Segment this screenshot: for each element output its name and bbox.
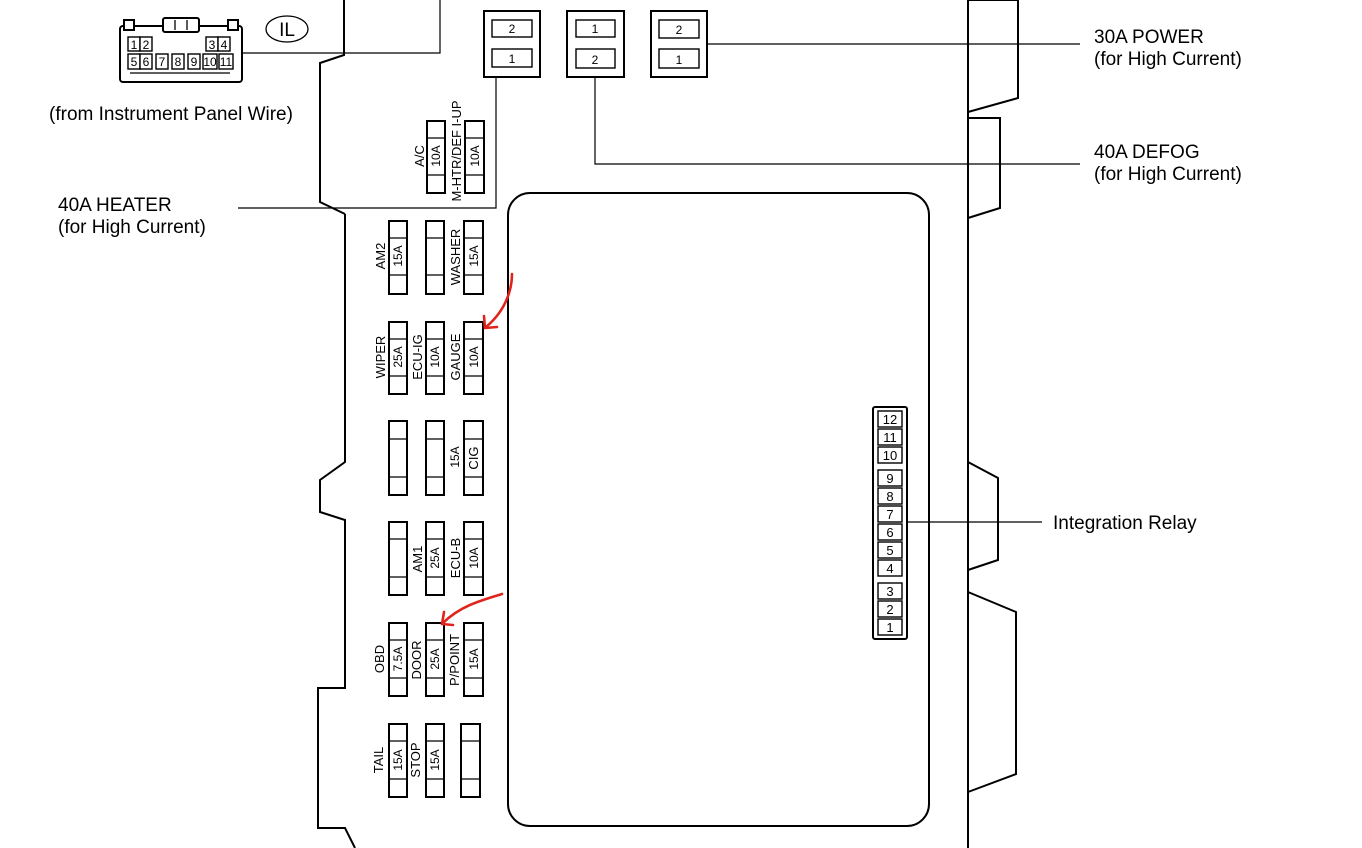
fuse-obd-rating: 7.5A	[391, 647, 405, 672]
relay-pin-11: 11	[883, 430, 897, 445]
relay-pin-2: 2	[886, 602, 893, 617]
fuse-ecu-ig-rating: 10A	[428, 346, 442, 367]
fuse-door-name: DOOR	[409, 641, 424, 680]
fuse-am1-rating: 25A	[428, 547, 442, 568]
il-pin-1: 1	[131, 38, 138, 52]
il-pin-2: 2	[143, 38, 150, 52]
relay-30a-power	[650, 10, 708, 78]
fuse-ppoint-name: P/POINT	[447, 634, 462, 686]
relay-40a-heater	[483, 10, 541, 78]
il-pin-8: 8	[175, 55, 182, 69]
fuse-cig-rating: 15A	[448, 446, 462, 467]
relay-pin-4: 4	[886, 561, 893, 576]
il-connector: 1 2 3 4 5 6 7 8 9 10 11	[119, 17, 243, 83]
fuse-ac-name: A/C	[412, 145, 427, 167]
il-pin-9: 9	[191, 55, 198, 69]
red-arrow-gauge	[482, 272, 514, 330]
red-arrow-door	[440, 592, 504, 627]
fuse-ecu-b-name: ECU-B	[448, 538, 463, 578]
relay-pin-9: 9	[886, 471, 893, 486]
relay-defog-top: 1	[592, 22, 599, 36]
connector-caption: (from Instrument Panel Wire)	[49, 104, 293, 125]
il-pin-7: 7	[159, 55, 166, 69]
fuse-tail-rating: 15A	[391, 749, 405, 770]
relay-pin-3: 3	[886, 584, 893, 599]
il-pin-5: 5	[131, 55, 138, 69]
fuse-ac-rating: 10A	[429, 145, 443, 166]
fuse-obd-name: OBD	[372, 645, 387, 673]
fuse-stop-rating: 15A	[428, 749, 442, 770]
callout-40a-heater-sub: (for High Current)	[58, 217, 206, 238]
relay-pin-7: 7	[886, 507, 893, 522]
relay-pin-1: 1	[886, 620, 893, 635]
il-pin-4: 4	[221, 38, 228, 52]
relay-pin-5: 5	[886, 543, 893, 558]
relay-heater-bottom: 1	[509, 52, 516, 66]
relay-defog-bottom: 2	[592, 53, 599, 67]
fuse-am1-name: AM1	[410, 546, 425, 573]
integration-relay-connector	[872, 406, 908, 640]
relay-pin-12: 12	[883, 412, 897, 427]
il-pin-6: 6	[143, 55, 150, 69]
relay-pin-10: 10	[883, 448, 897, 463]
callout-30a-power-sub: (for High Current)	[1094, 49, 1242, 70]
callout-40a-defog-title: 40A DEFOG	[1094, 142, 1200, 163]
il-pin-10: 10	[203, 55, 217, 69]
callout-40a-defog-sub: (for High Current)	[1094, 164, 1242, 185]
fuse-stop-name: STOP	[408, 742, 423, 777]
callout-30a-power-title: 30A POWER	[1094, 27, 1204, 48]
il-code-badge	[265, 15, 309, 43]
fuse-tail-name: TAIL	[371, 747, 386, 774]
relay-power-bottom: 1	[676, 53, 683, 67]
fuse-ecu-ig-name: ECU-IG	[410, 334, 425, 380]
fuse-cig-name: CIG	[466, 446, 481, 469]
fuse-wiper-rating: 25A	[391, 346, 405, 367]
fuse-shapes	[388, 120, 485, 798]
il-code-label: IL	[279, 20, 295, 41]
relay-pin-8: 8	[886, 489, 893, 504]
relay-pin-6: 6	[886, 525, 893, 540]
relay-heater-top: 2	[509, 22, 516, 36]
relay-power-top: 2	[676, 23, 683, 37]
fuse-washer-name: WASHER	[448, 229, 463, 286]
il-pin-3: 3	[209, 38, 216, 52]
junction-block-housing	[317, 0, 1019, 848]
fuse-ppoint-rating: 15A	[467, 648, 481, 669]
callout-integration-relay: Integration Relay	[1053, 513, 1197, 534]
fuse-wiper-name: WIPER	[373, 336, 388, 379]
il-pin-11: 11	[220, 55, 233, 69]
callout-40a-heater-title: 40A HEATER	[58, 195, 172, 216]
fuse-door-rating: 25A	[428, 648, 442, 669]
fuse-washer-rating: 15A	[467, 245, 481, 266]
fuse-gauge-rating: 10A	[467, 346, 481, 367]
fuse-am2-rating: 15A	[391, 245, 405, 266]
fuse-am2-name: AM2	[373, 243, 388, 270]
fuse-ecu-b-rating: 10A	[467, 547, 481, 568]
relay-40a-defog	[566, 10, 625, 78]
fuse-mhtr-rating: 10A	[468, 145, 482, 166]
fuse-mhtr-name: M-HTR/DEF I-UP	[449, 100, 464, 201]
fuse-gauge-name: GAUGE	[448, 333, 463, 380]
